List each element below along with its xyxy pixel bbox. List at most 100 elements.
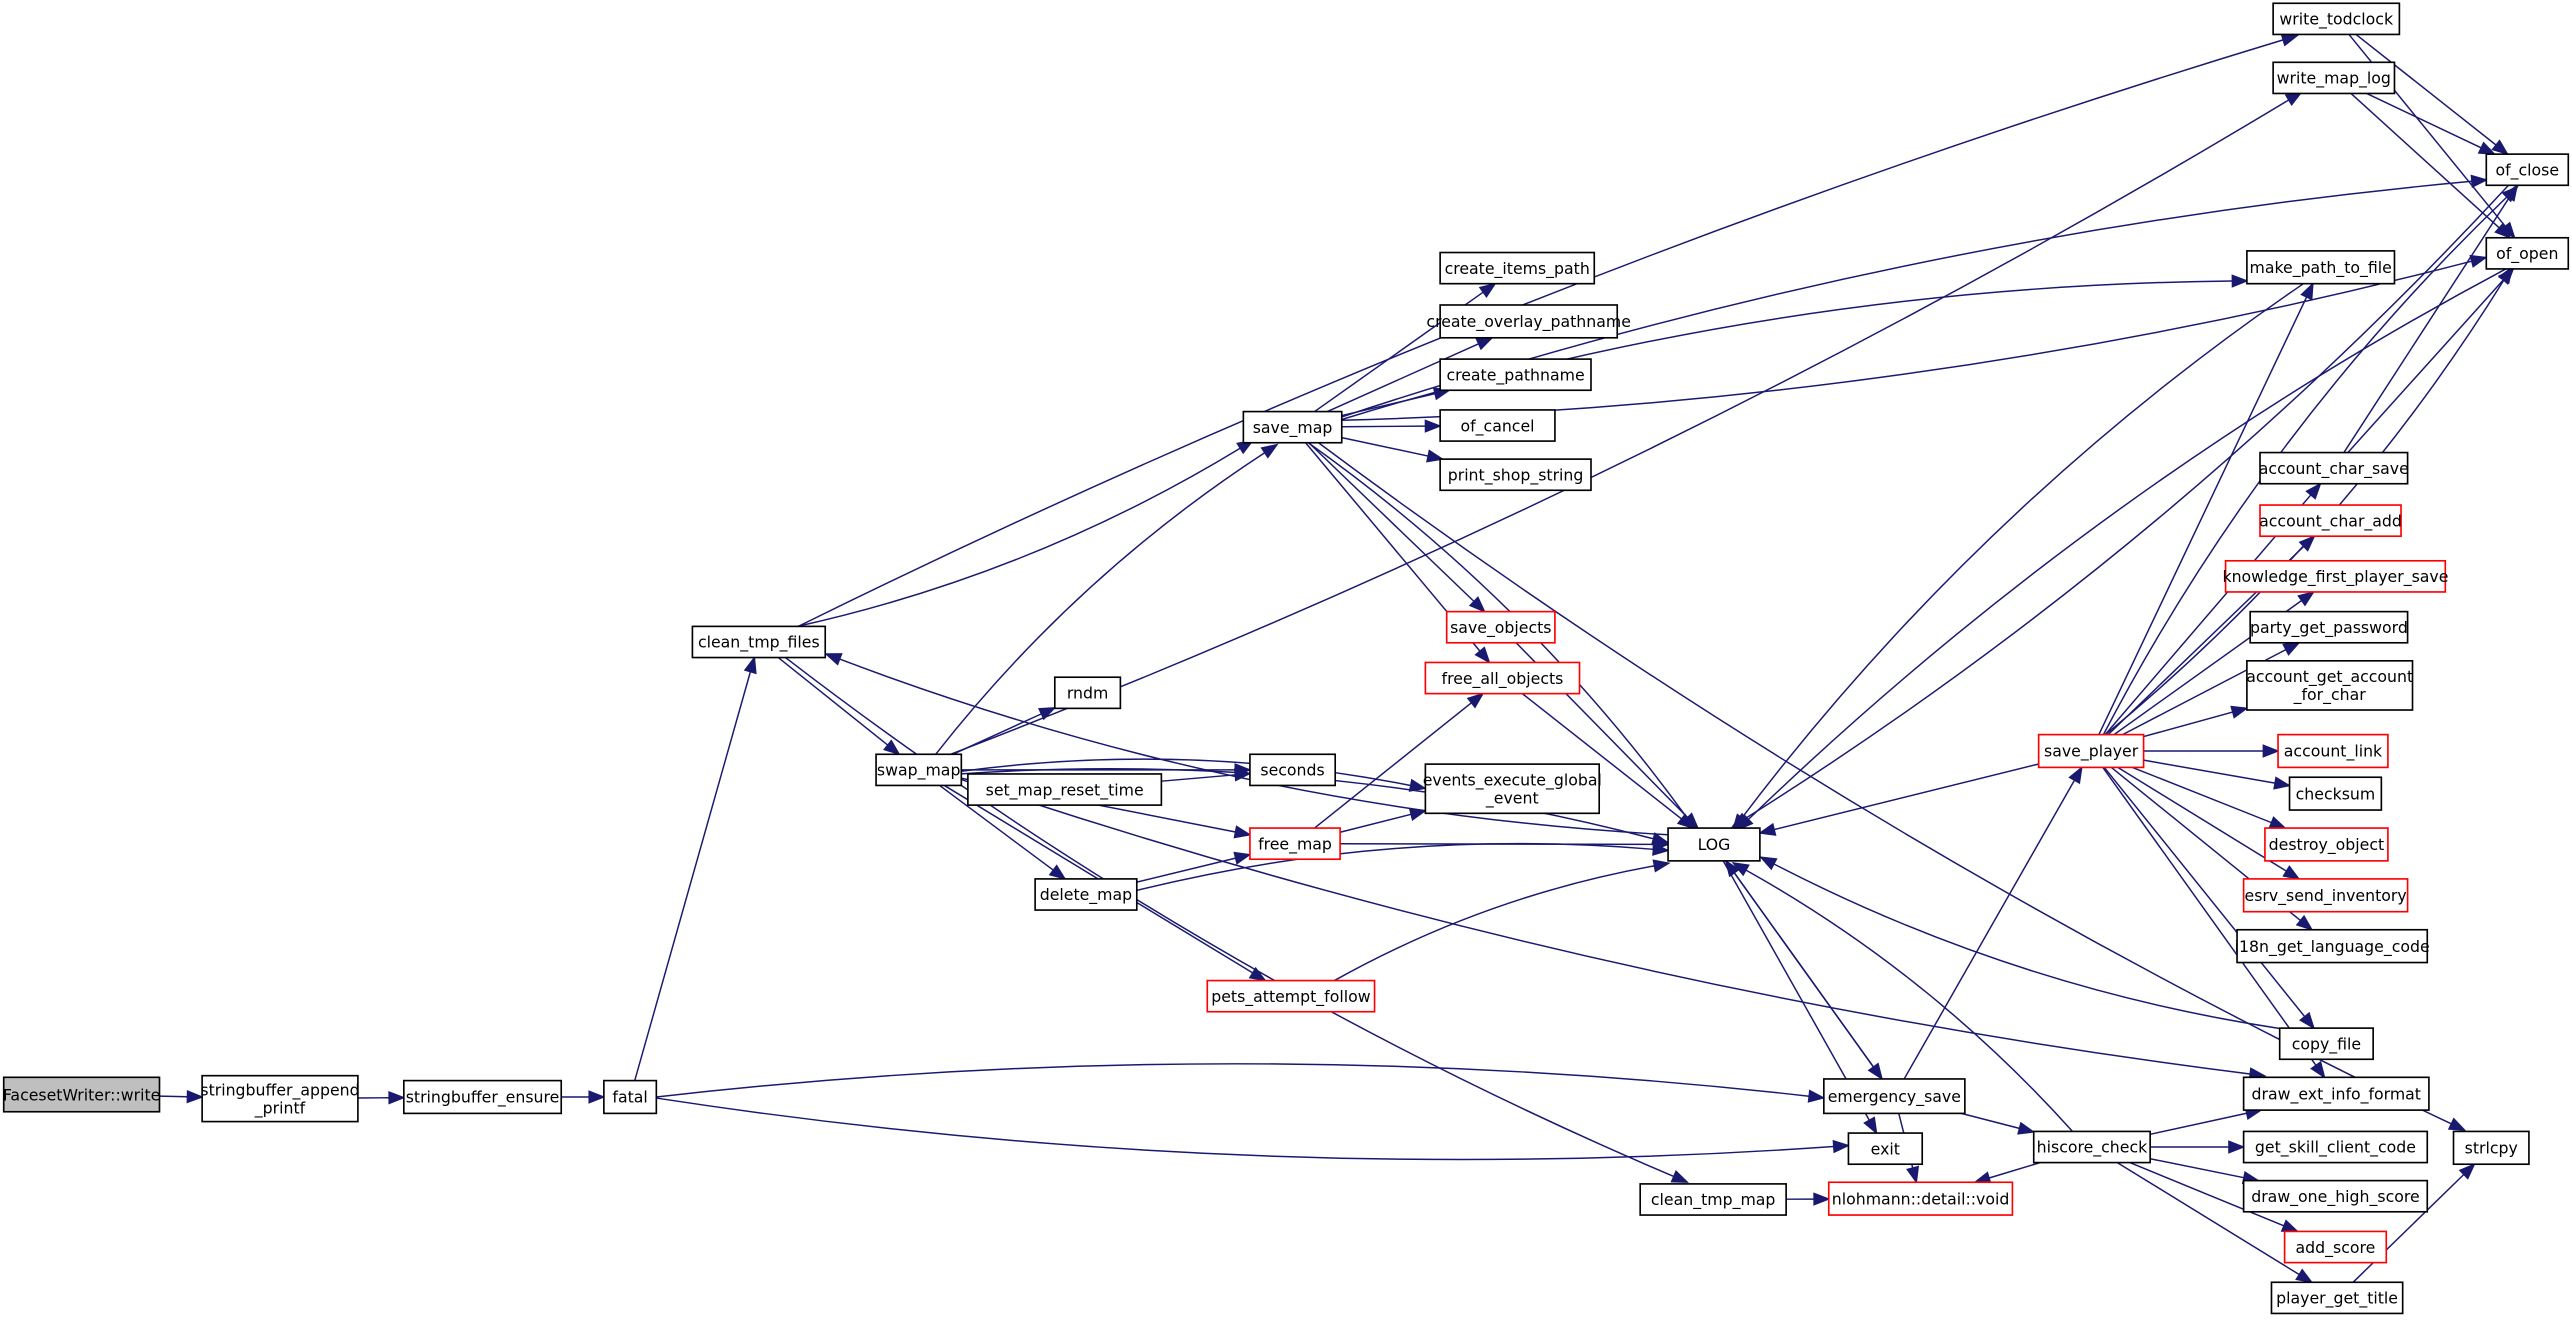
graph-node-of_cancel[interactable]: of_cancel [1439,409,1556,442]
graph-node-rndm[interactable]: rndm [1053,676,1122,710]
arrowhead-icon [2295,1268,2314,1284]
node-box [2259,504,2402,538]
graph-node-mptf[interactable]: make_path_to_file [2246,250,2396,285]
edge-sp-to-LOG [1774,763,2039,831]
node-label: create_overlay_pathname [1426,312,1631,332]
node-box [691,625,827,659]
arrowhead-icon [1676,813,1695,830]
graph-node-acs[interactable]: account_char_save [2259,451,2409,485]
node-label: knowledge_first_player_save [2222,567,2448,587]
graph-node-al[interactable]: account_link [2277,733,2389,769]
node-label: print_shop_string [1448,465,1584,485]
node-box [1439,304,1619,339]
edge-sp-to-copy_file [2103,766,2306,1018]
graph-node-delete_map[interactable]: delete_map [1034,878,1138,911]
node-box [1439,358,1592,392]
graph-node-fao[interactable]: free_all_objects [1424,661,1581,695]
arrowhead-icon [1731,861,1750,877]
graph-node-es[interactable]: emergency_save [1823,1078,1966,1115]
graph-node-ctf[interactable]: clean_tmp_files [691,625,827,659]
graph-node-agac[interactable]: account_get_account_for_char [2246,660,2414,711]
edge-hs-to-nlo [1988,1161,2041,1179]
graph-node-wtc[interactable]: write_todclock [2272,2,2401,36]
graph-node-cp[interactable]: create_pathname [1439,358,1592,392]
graph-node-cop[interactable]: create_overlay_pathname [1426,304,1631,339]
graph-node-checksum[interactable]: checksum [2288,776,2383,811]
node-label: rndm [1067,684,1108,703]
graph-node-of_close[interactable]: of_close [2485,153,2570,187]
graph-node-pss[interactable]: print_shop_string [1439,458,1592,492]
graph-node-kfps[interactable]: knowledge_first_player_save [2222,559,2448,593]
node-box [2246,660,2414,711]
edge-swap_map-to-save_map [935,452,1266,755]
arrowhead-icon [1474,646,1491,664]
node-label: get_skill_client_code [2255,1138,2416,1158]
graph-node-smrt[interactable]: set_map_reset_time [967,773,1163,806]
graph-node-swap_map[interactable]: swap_map [875,753,963,787]
node-label: _event [1485,788,1539,808]
graph-node-free_map[interactable]: free_map [1249,827,1341,861]
node-label: emergency_save [1828,1087,1961,1107]
arrowhead-icon [2298,534,2316,552]
arrowhead-icon [2268,816,2287,829]
graph-node-ctm[interactable]: clean_tmp_map [1639,1183,1787,1216]
edge-hs-to-dohs [2150,1158,2245,1179]
graph-node-hs[interactable]: hiscore_check [2032,1130,2151,1164]
graph-node-aca[interactable]: account_char_add [2259,504,2402,538]
graph-node-i18n[interactable]: i18n_get_language_code [2235,928,2430,964]
graph-node-log[interactable]: LOG [1667,827,1761,862]
graph-node-of_open[interactable]: of_open [2485,236,2570,270]
arrowhead-icon [2280,1219,2300,1233]
arrowhead-icon [883,739,901,756]
graph-node-sp[interactable]: save_player [2037,733,2145,769]
node-box [1249,827,1341,861]
graph-node-add_score[interactable]: add_score [2283,1230,2388,1264]
arrowhead-icon [2273,776,2292,790]
arrowhead-icon [1724,859,1741,878]
graph-node-save_map[interactable]: save_map [1242,410,1343,444]
graph-node-seconds[interactable]: seconds [1249,753,1337,787]
graph-node-cip[interactable]: create_items_path [1439,251,1596,285]
graph-node-gscc[interactable]: get_skill_client_code [2242,1130,2429,1164]
edge-ctf-to-wtc [797,39,2284,628]
edge-sp-to-mptf [2098,296,2308,735]
node-box [2264,827,2389,862]
graph-node-write[interactable]: FacesetWriter::write [3,1076,161,1113]
node-label: account_get_account [2246,667,2413,687]
graph-node-paf[interactable]: pets_attempt_follow [1206,979,1376,1013]
edge-save_map-to-cop [1327,343,1479,413]
graph-node-pgt[interactable]: player_get_title [2270,1281,2404,1315]
node-box [2452,1130,2530,1166]
node-label: stringbuffer_append [200,1080,359,1100]
arrowhead-icon [1468,596,1486,613]
edge-fao-to-LOG [1521,693,1682,820]
graph-node-copy_file[interactable]: copy_file [2278,1027,2374,1061]
arrowhead-icon [2228,1140,2246,1154]
graph-node-fatal[interactable]: fatal [603,1079,658,1115]
node-box [2272,61,2396,95]
edge-swap_map-to-delete_map [939,784,1054,871]
graph-node-se[interactable]: stringbuffer_ensure [402,1079,563,1115]
node-label: i18n_get_language_code [2235,937,2430,957]
graph-node-pgp[interactable]: party_get_password [2249,610,2409,644]
graph-node-deif[interactable]: draw_ext_info_format [2242,1076,2430,1111]
graph-node-exit[interactable]: exit [1847,1132,1924,1166]
graph-node-esi[interactable]: esrv_send_inventory [2242,878,2409,913]
graph-node-nlo[interactable]: nlohmann::detail::void [1827,1181,2014,1216]
node-label: party_get_password [2250,618,2408,638]
graph-node-sap[interactable]: stringbuffer_append_printf [200,1074,360,1123]
arrowhead-icon [2470,174,2489,189]
arrowhead-icon [1906,1165,1920,1185]
graph-node-eege[interactable]: events_execute_global_event [1423,763,1602,815]
node-label: free_all_objects [1442,669,1564,689]
node-label: esrv_send_inventory [2245,886,2407,906]
node-box [1445,610,1556,644]
graph-node-dohs[interactable]: draw_one_high_score [2242,1179,2429,1213]
graph-node-strlcpy[interactable]: strlcpy [2452,1130,2530,1166]
graph-node-wml[interactable]: write_map_log [2272,61,2396,95]
graph-node-do[interactable]: destroy_object [2264,827,2389,862]
arrowhead-icon [1408,778,1427,792]
graph-node-save_objects[interactable]: save_objects [1445,610,1556,644]
node-label: strlcpy [2465,1139,2518,1158]
edge-save_map-to-of_cancel [1341,425,1426,428]
